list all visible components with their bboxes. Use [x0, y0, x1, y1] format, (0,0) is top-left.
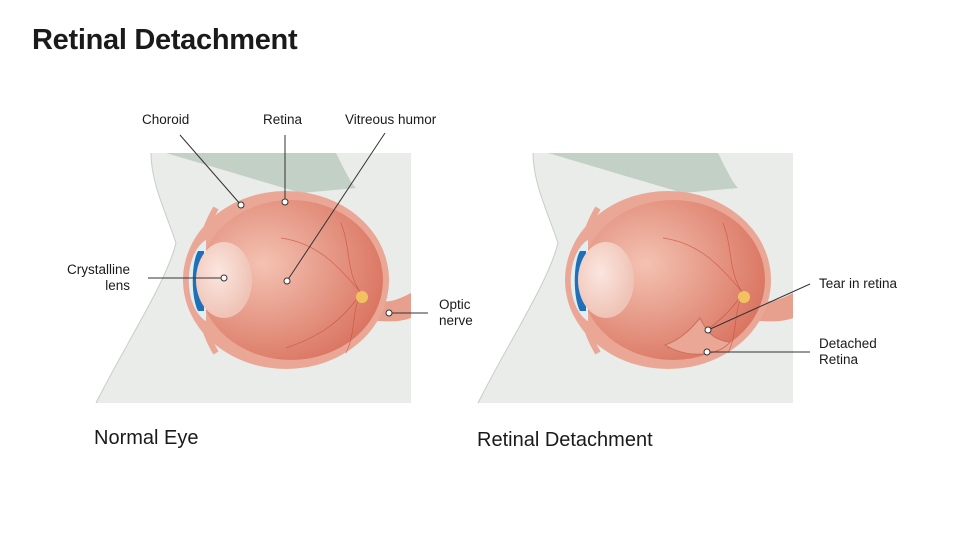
- label-detached-retina: Detached Retina: [819, 336, 877, 368]
- label-line: lens: [105, 278, 130, 293]
- page-title: Retinal Detachment: [32, 24, 298, 56]
- label-line: nerve: [439, 313, 473, 328]
- label-line: Detached: [819, 336, 877, 351]
- label-markers: [220, 198, 712, 356]
- label-line: Optic: [439, 297, 471, 312]
- leader-lines: [148, 132, 811, 353]
- caption-normal-eye: Normal Eye: [94, 427, 199, 449]
- detached-eye-illustration: [478, 153, 793, 403]
- label-optic-nerve: Optic nerve: [439, 297, 473, 329]
- caption-retinal-detachment: Retinal Detachment: [477, 429, 653, 451]
- label-tear-in-retina: Tear in retina: [819, 276, 898, 291]
- label-line: Crystalline: [66, 262, 130, 277]
- label-retina: Retina: [263, 112, 303, 127]
- label-line: Retina: [819, 352, 859, 367]
- label-vitreous-humor: Vitreous humor: [345, 112, 437, 127]
- label-choroid: Choroid: [142, 112, 190, 127]
- normal-eye-illustration: [96, 153, 411, 403]
- label-crystalline-lens: Crystalline lens: [58, 262, 130, 294]
- detached-retina-flap: [663, 317, 731, 355]
